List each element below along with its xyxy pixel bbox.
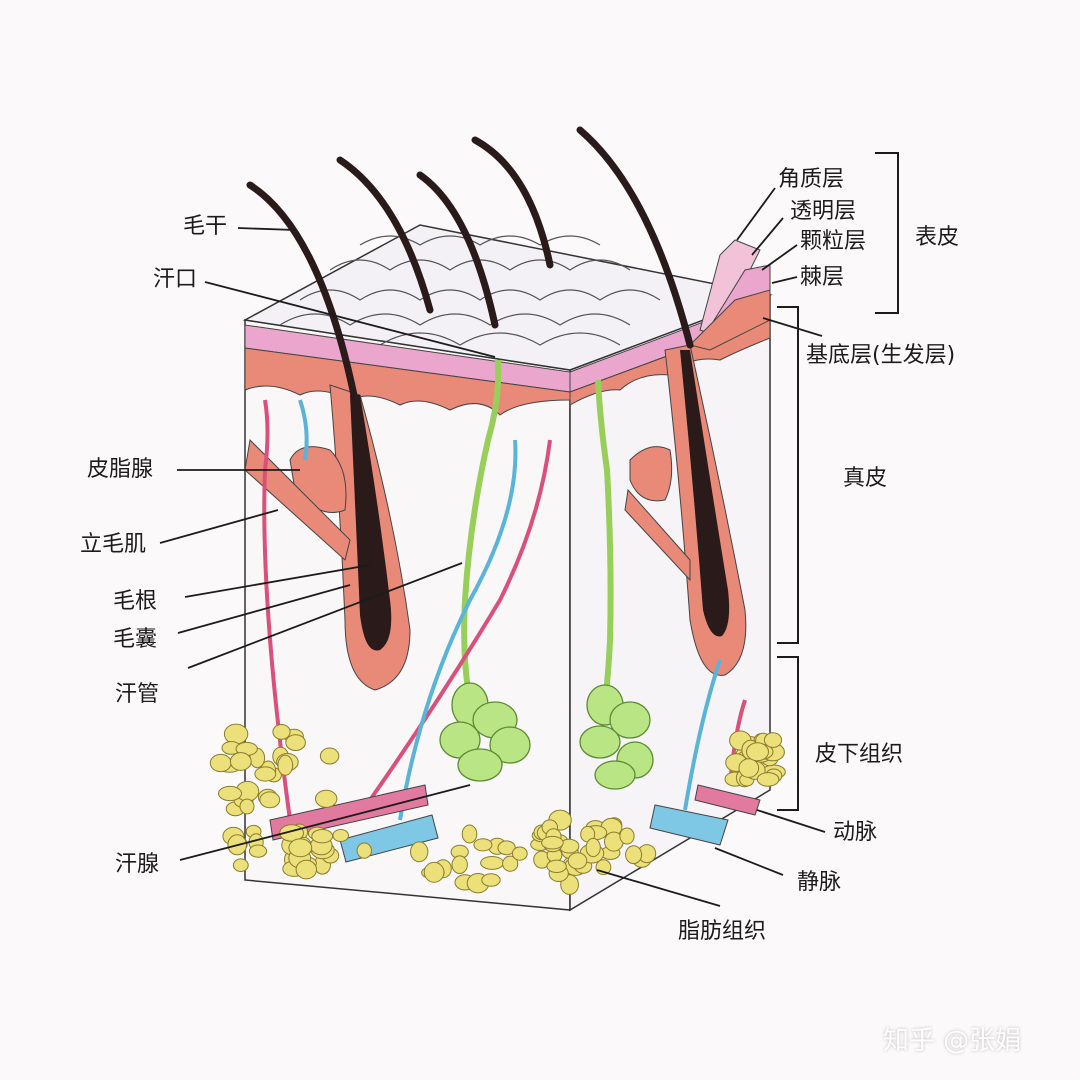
fat-globule <box>625 845 643 865</box>
label-stratum-basale: 基底层(生发层) <box>806 343 956 368</box>
label-stratum-granulosum: 颗粒层 <box>800 229 867 254</box>
fat-globule <box>248 844 268 858</box>
label-sweat-duct: 汗管 <box>115 682 160 707</box>
fat-globule <box>746 742 769 762</box>
fat-globule <box>315 789 338 808</box>
fat-globule <box>423 861 445 883</box>
fat-globule <box>259 791 281 809</box>
label-sweat-gland: 汗腺 <box>115 852 160 877</box>
sweat-gland-coils <box>439 682 654 790</box>
fat-globule <box>295 859 317 880</box>
fat-globule <box>738 758 760 778</box>
label-dermis: 真皮 <box>843 466 888 491</box>
label-hypodermis: 皮下组织 <box>815 742 904 767</box>
label-hair-root: 毛根 <box>113 589 158 614</box>
fat-globule <box>229 752 252 771</box>
leader-lines <box>159 187 826 907</box>
fat-globule <box>319 747 340 765</box>
fat-globule <box>272 724 291 740</box>
label-artery: 动脉 <box>833 820 878 845</box>
fat-globule <box>332 829 350 842</box>
fat-globule <box>311 829 334 844</box>
adipose-tissue <box>209 723 786 895</box>
label-epidermis: 表皮 <box>915 225 960 250</box>
fat-globule <box>763 732 783 748</box>
fat-globule <box>277 754 294 776</box>
fat-globule <box>502 855 519 872</box>
fat-globule <box>223 723 249 745</box>
label-stratum-corneum: 角质层 <box>778 167 845 192</box>
fat-globule <box>756 772 780 787</box>
fat-globule <box>288 838 313 858</box>
hair-follicle-left <box>329 384 411 691</box>
label-hair-follicle: 毛囊 <box>113 627 158 652</box>
fat-globule <box>511 846 528 861</box>
layer-brackets <box>777 152 899 811</box>
watermark: 知乎 @张娟 <box>883 1026 1022 1056</box>
label-vein: 静脉 <box>797 870 842 895</box>
hair-shafts <box>246 126 694 404</box>
veins-thin <box>298 399 722 821</box>
fat-globule <box>218 785 242 802</box>
label-sweat-pore: 汗口 <box>153 267 198 292</box>
fat-globule <box>473 838 493 852</box>
fat-globule <box>546 859 567 873</box>
peeled-layers <box>689 239 771 351</box>
fat-globule <box>619 827 635 845</box>
fat-globule <box>567 852 588 870</box>
fat-globule <box>356 842 372 859</box>
hair-follicle-right <box>664 344 747 676</box>
fat-globule <box>585 837 601 858</box>
label-arrector-pili: 立毛肌 <box>80 532 147 557</box>
fat-globule <box>239 798 255 815</box>
fat-globule <box>541 835 564 850</box>
sweat-ducts <box>461 359 614 701</box>
fat-globule <box>209 753 232 773</box>
fat-globule <box>451 855 468 875</box>
fat-globule <box>461 824 478 844</box>
label-hair-shaft: 毛干 <box>183 214 228 239</box>
fat-globule <box>285 734 306 751</box>
label-stratum-spinosum: 棘层 <box>800 265 845 290</box>
fat-globule <box>232 858 249 873</box>
fat-globule <box>481 873 501 887</box>
label-sebaceous-gland: 皮脂腺 <box>87 457 154 482</box>
fat-globule <box>254 766 277 782</box>
label-adipose: 脂肪组织 <box>678 919 767 944</box>
fat-globule <box>480 856 505 870</box>
label-stratum-lucidum: 透明层 <box>790 199 857 224</box>
fat-globule <box>410 841 429 863</box>
